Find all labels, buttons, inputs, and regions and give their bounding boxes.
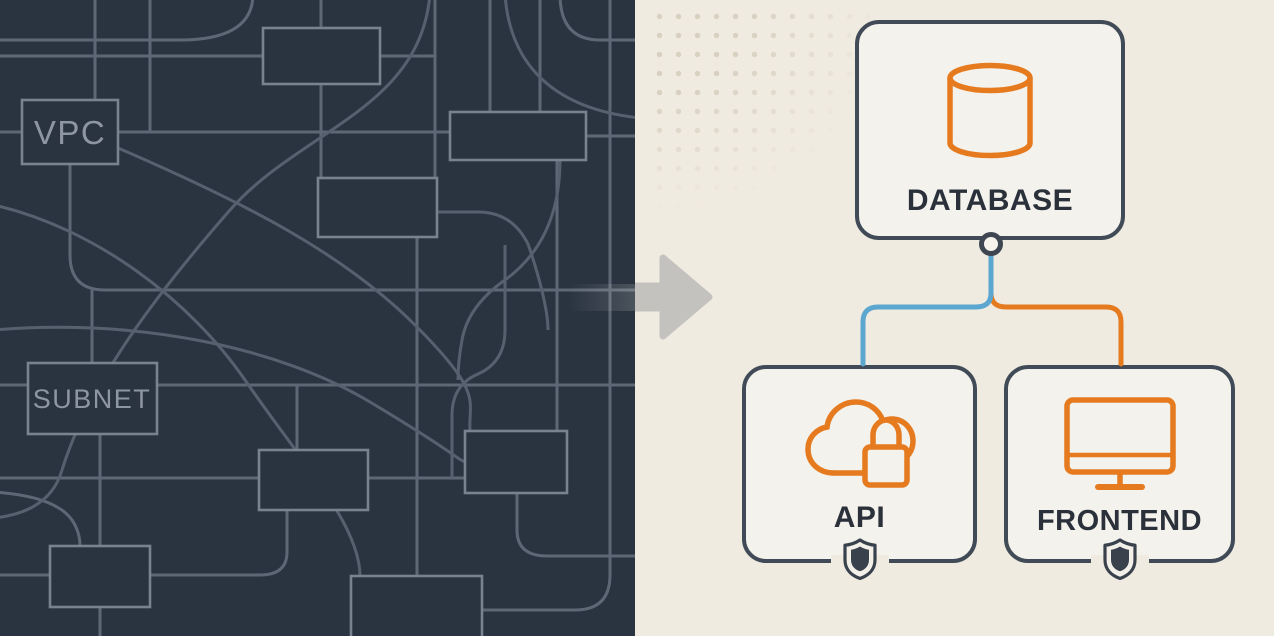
shield-badge-icon: [842, 538, 877, 581]
database-cylinder-icon: [947, 62, 1033, 159]
network-line: [480, 0, 612, 612]
subnet-label: SUBNET: [33, 384, 152, 414]
tangled-network-panel: VPC SUBNET: [0, 0, 635, 636]
api-node: API: [742, 365, 977, 581]
api-badge: [842, 538, 877, 581]
blue-connector-line: [860, 250, 994, 367]
network-box: [48, 544, 152, 609]
database-node: DATABASE: [855, 20, 1125, 240]
network-line: [437, 210, 550, 331]
architecture-panel: DATABASE API: [635, 0, 1274, 636]
network-line: [0, 204, 362, 577]
frontend-badge: [1102, 538, 1137, 581]
frontend-node: FRONTEND: [1004, 365, 1235, 581]
shield-badge-icon: [1102, 538, 1137, 581]
frontend-label: FRONTEND: [1036, 505, 1203, 537]
network-line: [68, 164, 635, 292]
subnet-box: [26, 361, 159, 436]
dot-pattern: [645, 0, 895, 238]
network-box: [448, 110, 588, 162]
arrow-shaft-fade: [568, 284, 635, 311]
orange-connector-line: [988, 290, 1124, 367]
network-boxes: [20, 26, 588, 636]
network-box: [257, 448, 370, 512]
network-box: [463, 429, 569, 495]
network-line: [504, 0, 635, 119]
network-box: [261, 26, 382, 86]
cloud-lock-icon: [804, 399, 916, 488]
network-line: [0, 491, 82, 547]
right-arrow-icon: [635, 254, 713, 340]
network-lines: [0, 0, 635, 636]
api-label: API: [833, 501, 886, 534]
network-line: [0, 0, 255, 42]
network-line: [450, 245, 507, 478]
tangled-network-graphic: VPC SUBNET: [0, 0, 635, 636]
network-line: [558, 0, 635, 42]
vpc-label: VPC: [34, 114, 106, 151]
network-line: [0, 0, 431, 519]
network-box: [349, 574, 484, 636]
vpc-box: [20, 98, 120, 166]
monitor-icon: [1063, 397, 1176, 490]
network-box: [316, 176, 439, 239]
network-line: [117, 146, 472, 432]
network-line: [515, 493, 635, 558]
network-line: [456, 159, 562, 381]
network-line: [0, 510, 289, 577]
database-label: DATABASE: [906, 184, 1074, 217]
